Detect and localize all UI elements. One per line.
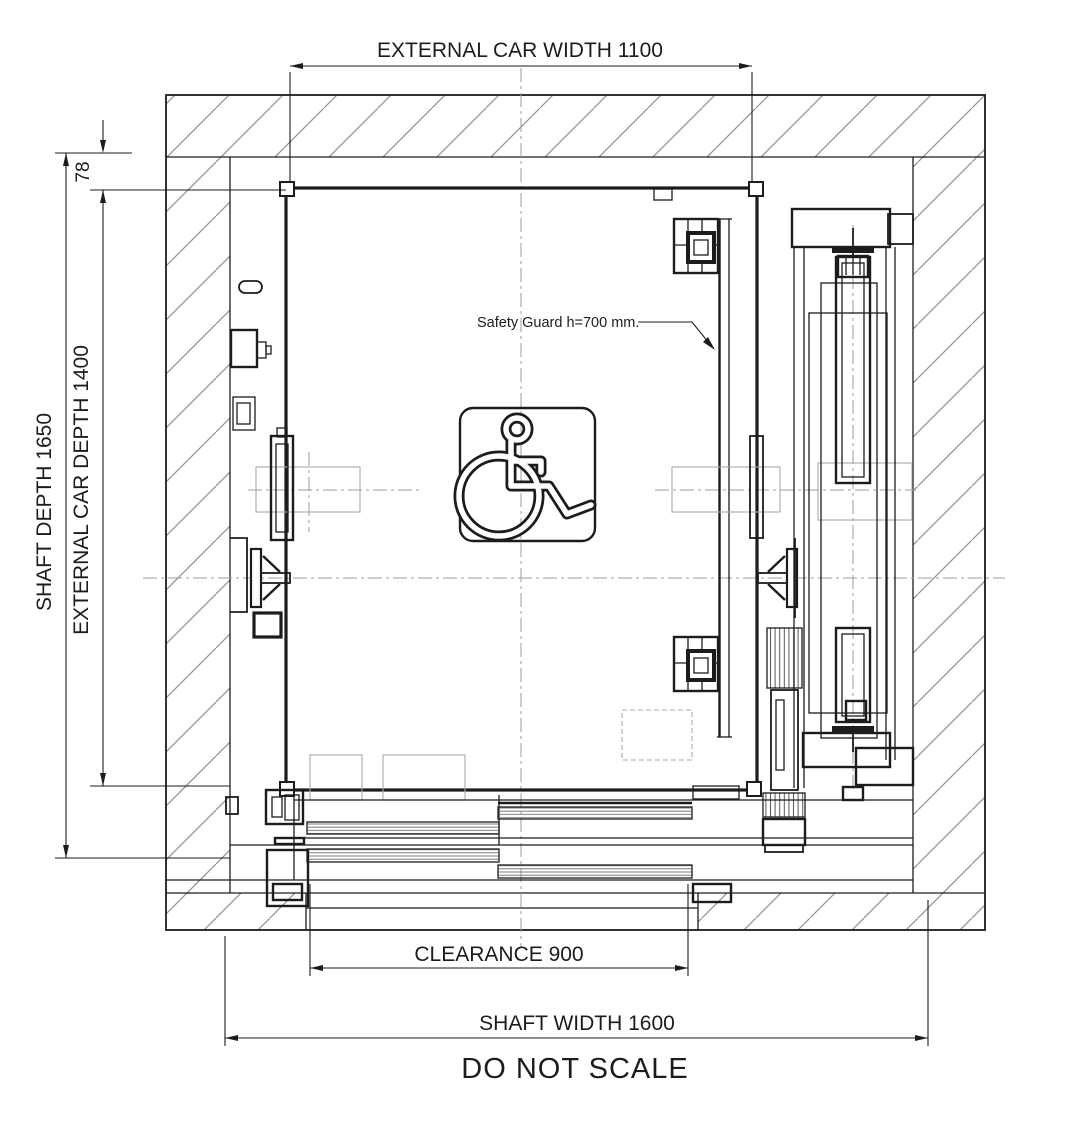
- landing-door-panel: [497, 864, 693, 879]
- dimension-external-car-depth: EXTERNAL CAR DEPTH 1400: [70, 189, 286, 787]
- counterweight-block-bottom: [834, 626, 872, 724]
- do-not-scale-label: DO NOT SCALE: [461, 1053, 688, 1085]
- note-label: Safety Guard h=700 mm.: [477, 315, 639, 331]
- car-door-panel: [497, 806, 693, 820]
- guide-shoe-bottom: [672, 635, 720, 693]
- rail-stem: [260, 572, 291, 584]
- car-corner-bracket: [746, 781, 762, 797]
- leader-arrow: [703, 337, 715, 350]
- rail-flange: [249, 547, 263, 609]
- car-corner-bracket: [748, 181, 764, 197]
- guide-rail-left: [249, 427, 361, 609]
- dimension-label: EXTERNAL CAR DEPTH 1400: [70, 345, 93, 635]
- dimension-label: SHAFT WIDTH 1600: [479, 1012, 675, 1035]
- rail-stem: [757, 572, 788, 584]
- door-lock: [264, 788, 305, 826]
- roller-guide: [269, 434, 295, 542]
- counterweight-ghost: [817, 462, 913, 521]
- dimension-shaft-depth: SHAFT DEPTH 1650: [33, 152, 230, 859]
- wall-box: [229, 328, 259, 369]
- dimension-shaft-width: SHAFT WIDTH 1600: [224, 900, 929, 1046]
- wheelchair-accessibility-icon: [453, 406, 597, 543]
- landing-door-panel: [306, 848, 500, 863]
- shaft-outer-boundary: [165, 94, 986, 931]
- dimension-label: CLEARANCE 900: [414, 943, 583, 966]
- safety-guard-note: Safety Guard h=700 mm.: [477, 315, 715, 350]
- car-door-panel: [306, 821, 500, 835]
- car-outline: [284, 186, 759, 792]
- hanger-clamp: [836, 254, 870, 279]
- dimension-external-car-width: EXTERNAL CAR WIDTH 1100: [289, 39, 753, 182]
- car-corner-bracket: [279, 181, 295, 197]
- sill-support-right: [801, 731, 915, 802]
- dimension-label: SHAFT DEPTH 1650: [33, 413, 56, 611]
- hanger-crossbar: [832, 247, 874, 253]
- counterweight-top-beam: [790, 207, 892, 249]
- wall-top: [166, 95, 985, 157]
- door-assembly: [166, 709, 913, 908]
- wall-bottom-right: [698, 893, 985, 930]
- elevator-car: [279, 181, 764, 797]
- dimension-clearance: CLEARANCE 900: [309, 884, 689, 976]
- roller-guide: [749, 435, 764, 539]
- guide-shoe-top: [672, 217, 720, 275]
- cop-ghost: [621, 709, 693, 761]
- wall-box: [232, 396, 256, 431]
- rail-clip-block: [252, 611, 283, 639]
- rail-bracket-left: [230, 537, 248, 613]
- wall-left: [166, 157, 230, 893]
- wall-bottom-left: [166, 893, 306, 930]
- shaft-fixtures-left: [229, 280, 283, 639]
- dimension-label: 78: [73, 161, 94, 182]
- wall-pin: [238, 280, 263, 294]
- dimension-label: EXTERNAL CAR WIDTH 1100: [377, 39, 663, 62]
- roller-guide-ghost: [671, 466, 781, 513]
- door-device-box: [265, 848, 310, 908]
- guide-rail-right: [671, 435, 913, 618]
- safety-guard: [717, 218, 732, 738]
- door-jamb: [692, 785, 740, 800]
- door-operator: [761, 627, 807, 853]
- door-jamb: [691, 882, 733, 904]
- door-cam: [653, 188, 673, 201]
- counterweight-assembly: [790, 207, 914, 788]
- counterweight-frame: [808, 312, 888, 714]
- wall-right: [913, 157, 985, 893]
- dimension-gap-78: 78: [73, 120, 106, 183]
- roller-guide-ghost: [255, 466, 361, 513]
